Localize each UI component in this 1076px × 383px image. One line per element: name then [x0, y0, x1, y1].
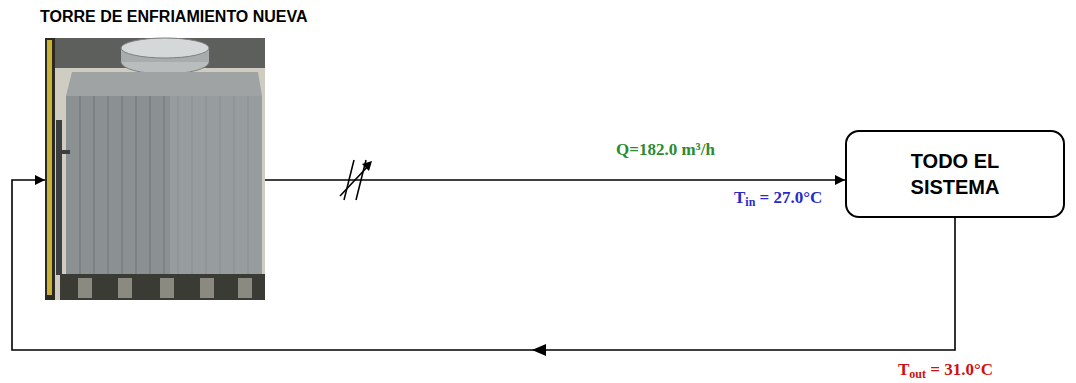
- photo-ground: [45, 38, 265, 300]
- tower-casing: [66, 96, 262, 274]
- pipe-line: [12, 180, 955, 350]
- tower-basin: [60, 274, 265, 300]
- riser-pipe-branch: [62, 150, 70, 154]
- temperature-label: Tout = 31.0°C: [896, 360, 995, 380]
- photo-edge: [45, 38, 55, 300]
- temperature-label: Tin = 27.0°C: [732, 188, 824, 208]
- control-valve-arrowhead: [362, 161, 372, 171]
- cooling-tower: TORRE DE ENFRIAMIENTO NUEVA: [45, 38, 265, 300]
- photo-edge-stripe: [47, 40, 52, 295]
- flow-label: Q=182.0 m³/h: [614, 140, 717, 160]
- tower-heading: TORRE DE ENFRIAMIENTO NUEVA: [40, 8, 308, 26]
- riser-pipe: [56, 120, 62, 275]
- tower-legs: [78, 278, 252, 298]
- process-box: TODO EL SISTEMA: [845, 130, 1065, 218]
- pipe-line: [265, 179, 845, 181]
- tower-deck: [66, 72, 262, 96]
- fan-stack-top: [121, 38, 209, 58]
- casing-side: [170, 96, 262, 274]
- box-label: TODO EL SISTEMA: [890, 148, 1020, 200]
